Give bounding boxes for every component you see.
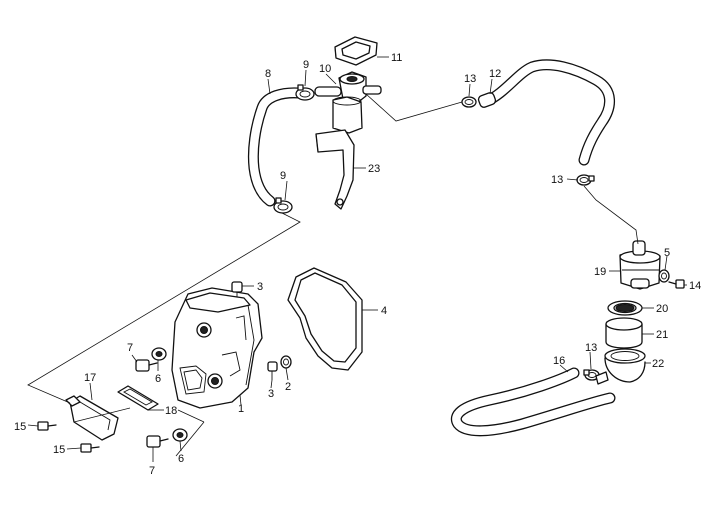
hose-8: [247, 87, 305, 207]
callout-9: 9: [303, 59, 309, 71]
callout-labels: 1 2 3 3 4 5 6 6 7 7 8 9 9 10 11 12 13 13…: [14, 52, 701, 477]
bolt-3-lower: [267, 361, 278, 380]
valve-10: [314, 71, 382, 134]
washer-2: [280, 355, 292, 369]
cap-11: [334, 36, 378, 66]
bolt-7-upper: [135, 359, 158, 372]
bolt-14: [668, 279, 685, 289]
clamp-13-a: [461, 96, 477, 108]
callout-15: 15: [14, 421, 26, 433]
callout-12: 12: [489, 68, 501, 80]
callout-14: 14: [689, 280, 701, 292]
callout-9: 9: [280, 170, 286, 182]
bracket-23: [315, 129, 355, 210]
washer-6-lower: [172, 428, 188, 442]
bolt-15-lower: [80, 443, 100, 453]
filter-21: [605, 317, 643, 349]
callout-23: 23: [368, 163, 380, 175]
callout-4: 4: [381, 305, 387, 317]
gasket-4: [287, 267, 363, 371]
callout-5: 5: [664, 247, 670, 259]
leader-lines: [27, 56, 687, 462]
callout-3: 3: [257, 281, 263, 293]
gasket-20: [607, 300, 643, 316]
clamp-13-b: [576, 174, 595, 186]
reed-plate-17: [65, 395, 119, 441]
hose-16: [451, 367, 616, 437]
housing-22: [595, 348, 646, 385]
bolt-7-lower: [146, 435, 169, 448]
callout-1: 1: [238, 403, 244, 415]
hose-12: [481, 59, 615, 166]
callout-20: 20: [656, 303, 668, 315]
callout-13: 13: [551, 174, 563, 186]
clamp-9-lower: [273, 197, 293, 214]
callout-11: 11: [391, 52, 402, 64]
callout-13: 13: [585, 342, 597, 354]
callout-3: 3: [268, 388, 274, 400]
callout-16: 16: [553, 355, 565, 367]
callout-2: 2: [285, 381, 291, 393]
washer-6-upper: [151, 347, 167, 361]
bolt-15-upper: [37, 421, 57, 431]
callout-7: 7: [149, 465, 155, 477]
callout-22: 22: [652, 358, 664, 370]
breather-19: [619, 240, 661, 290]
head-cover-1: [171, 287, 263, 409]
washer-5: [658, 269, 670, 283]
clamp-9-upper: [295, 84, 315, 101]
callout-8: 8: [265, 68, 271, 80]
plate-18: [117, 385, 159, 411]
callout-13: 13: [464, 73, 476, 85]
bolt-3-upper: [231, 281, 243, 297]
callout-21: 21: [656, 329, 668, 341]
hose-end-12: [477, 92, 497, 108]
callout-6: 6: [155, 373, 161, 385]
callout-10: 10: [319, 63, 331, 75]
callout-7: 7: [127, 342, 133, 354]
callout-15: 15: [53, 444, 65, 456]
callout-19: 19: [594, 266, 606, 278]
callout-17: 17: [84, 372, 96, 384]
callout-18: 18: [165, 405, 177, 417]
callout-6: 6: [178, 453, 184, 465]
